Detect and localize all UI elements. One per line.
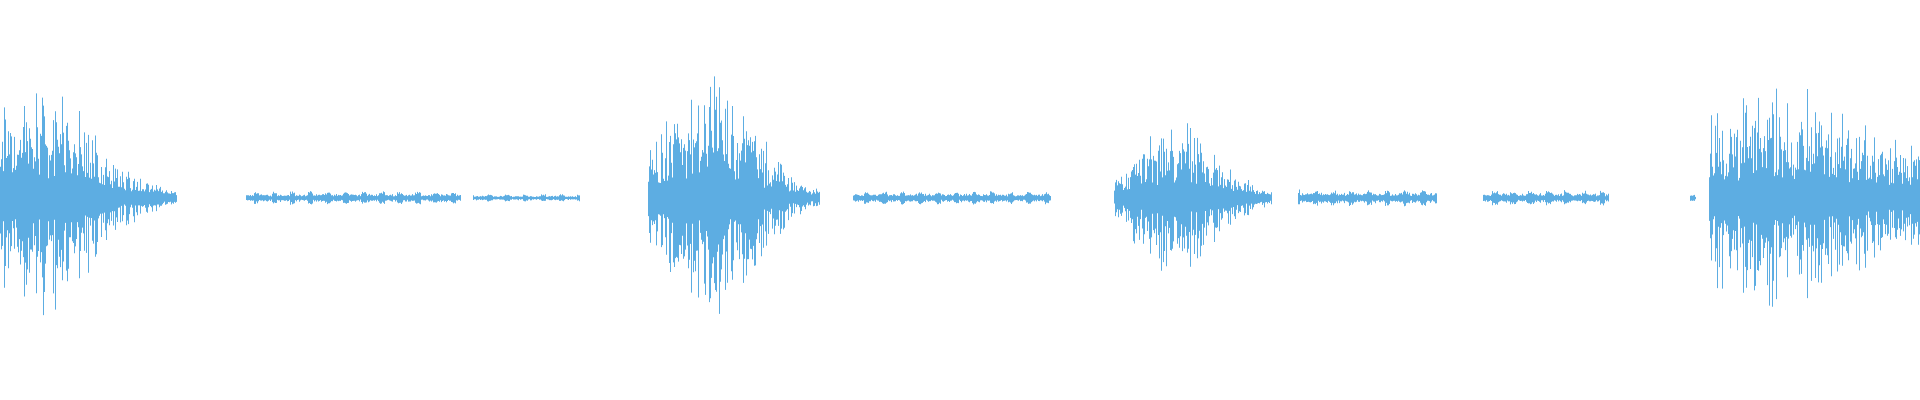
waveform-path (0, 76, 1920, 316)
